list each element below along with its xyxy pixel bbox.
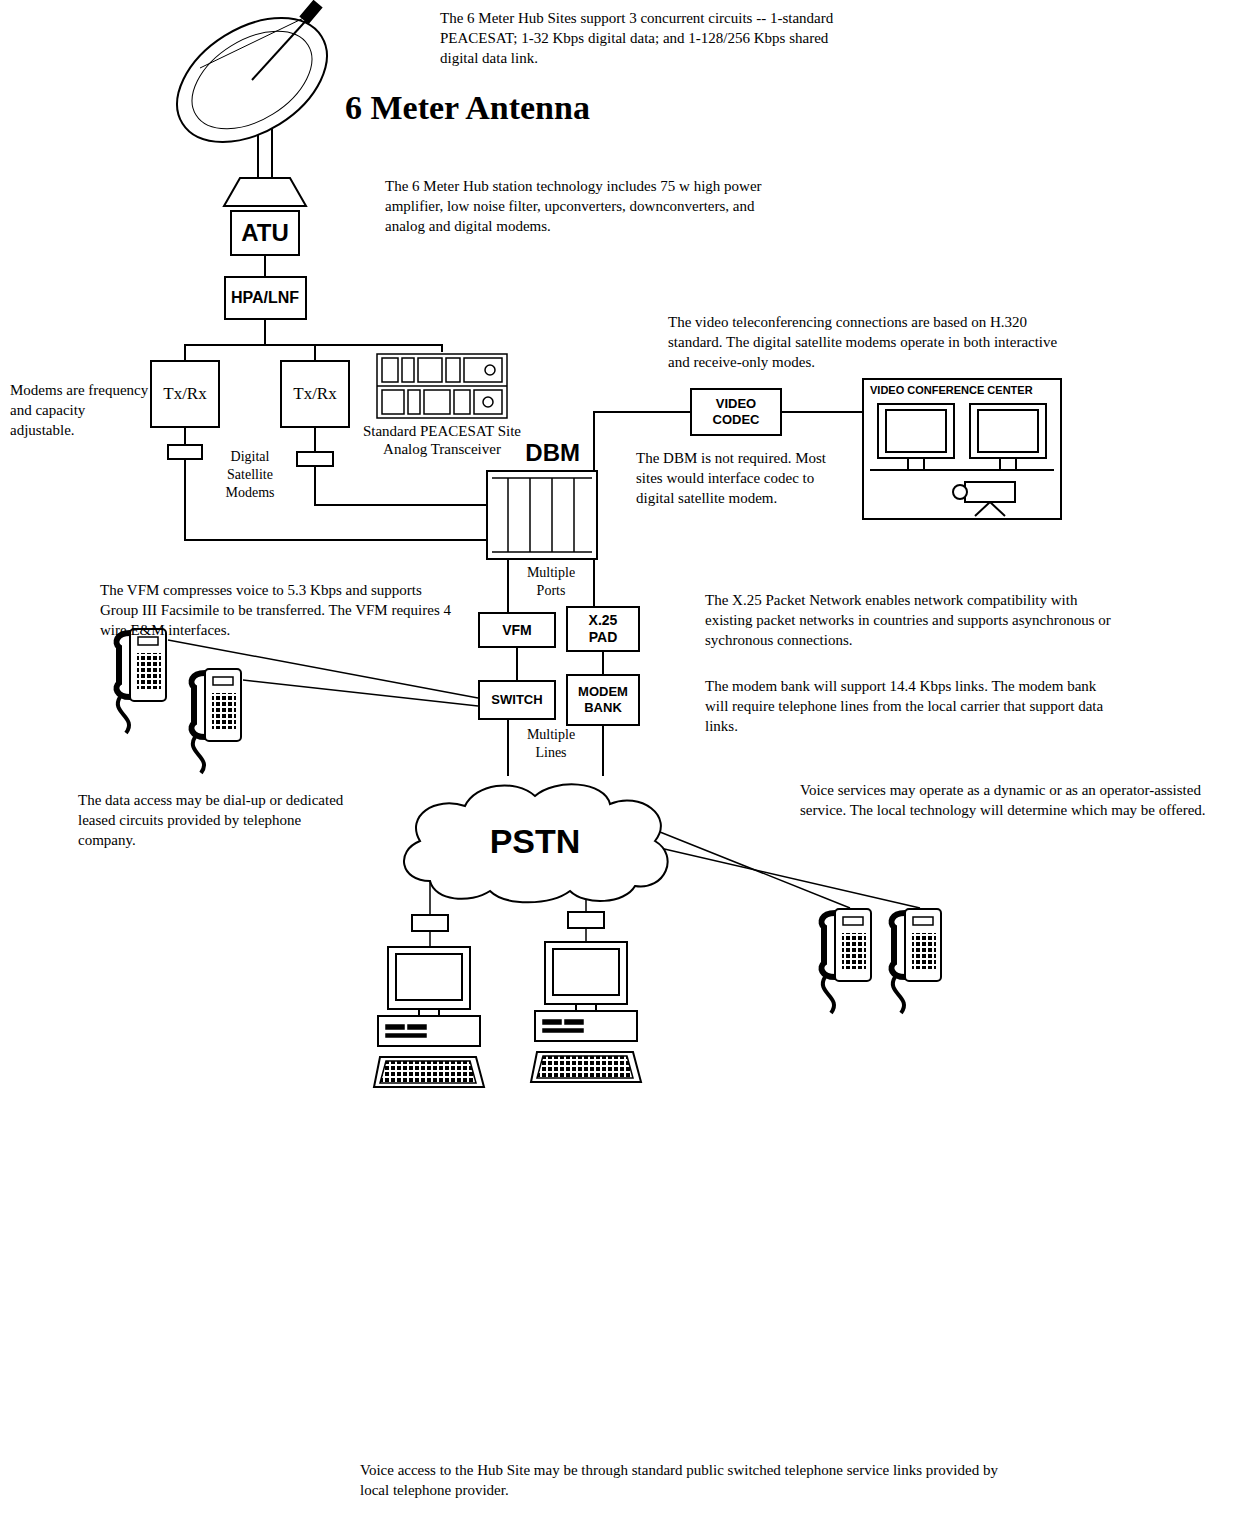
label: Multiple Lines — [516, 726, 586, 762]
node-text: MODEM BANK — [575, 684, 631, 715]
analog-transceiver: Standard PEACESAT Site Analog Transceive… — [362, 352, 522, 458]
transceiver-box: Tx/Rx — [280, 360, 350, 428]
note: The data access may be dial-up or dedica… — [78, 790, 353, 850]
transceiver-box: Tx/Rx — [150, 360, 220, 428]
node-text: VFM — [502, 622, 532, 639]
analog-transceiver-rack — [377, 354, 507, 418]
connector-line — [185, 320, 265, 360]
connector-line — [507, 720, 509, 776]
label: Digital Satellite Modems — [212, 448, 288, 502]
node-text: Standard PEACESAT Site Analog Transceive… — [362, 422, 522, 458]
heading: 6 Meter Antenna — [345, 88, 590, 128]
node-text: Tx/Rx — [293, 384, 336, 404]
box-heading: DBM — [525, 439, 580, 468]
telephone — [655, 830, 941, 1013]
node-text: Tx/Rx — [163, 384, 206, 404]
conference-center-box: VIDEO CONFERENCE CENTER — [862, 378, 1062, 520]
node-text: SWITCH — [491, 692, 542, 708]
connector-line — [602, 652, 604, 674]
network-cloud: PSTN — [390, 776, 680, 906]
connector-line — [265, 320, 442, 352]
node-text: HPA/LNF — [231, 288, 299, 307]
video-conference-equipment — [870, 404, 1054, 516]
note: The X.25 Packet Network enables network … — [705, 590, 1115, 650]
dbm-slots — [492, 478, 592, 552]
note: Voice access to the Hub Site may be thro… — [360, 1460, 1010, 1500]
note: The video teleconferencing connections a… — [668, 312, 1068, 372]
connector-line — [782, 411, 862, 413]
node-text: VIDEO CODEC — [705, 396, 767, 427]
note: Voice services may operate as a dynamic … — [800, 780, 1220, 820]
connector-line — [264, 256, 266, 276]
codec-box: VIDEO CODEC — [690, 388, 782, 436]
label: Multiple Ports — [516, 564, 586, 600]
note: The modem bank will support 14.4 Kbps li… — [705, 676, 1115, 736]
satellite-antenna — [155, 0, 349, 206]
unit-box: HPA/LNF — [224, 276, 307, 320]
connector-line — [265, 320, 315, 360]
node-text: PSTN — [490, 821, 581, 862]
node-text: X.25 PAD — [581, 612, 625, 646]
modem-bank-box: MODEM BANK — [566, 674, 640, 726]
unit-box: ATU — [230, 210, 300, 256]
note: The VFM compresses voice to 5.3 Kbps and… — [100, 580, 460, 640]
vfm-box: VFM — [478, 612, 556, 648]
note: The 6 Meter Hub station technology inclu… — [385, 176, 780, 236]
connector-line — [602, 726, 604, 776]
connector-line — [516, 648, 518, 680]
dbm-box: DBM — [486, 470, 598, 560]
connector-line — [315, 428, 486, 505]
data-terminal — [374, 880, 641, 1087]
pad-box: X.25 PAD — [566, 606, 640, 652]
note: The DBM is not required. Most sites woul… — [636, 448, 851, 508]
node-text: ATU — [241, 219, 289, 248]
note: The 6 Meter Hub Sites support 3 concurre… — [440, 8, 870, 68]
switch-box: SWITCH — [478, 680, 556, 720]
connector-line — [593, 560, 595, 606]
telephone — [117, 629, 478, 773]
box-title: VIDEO CONFERENCE CENTER — [864, 380, 1060, 401]
note: Modems are frequency and capacity adjust… — [10, 380, 150, 440]
connector-line — [507, 560, 509, 612]
